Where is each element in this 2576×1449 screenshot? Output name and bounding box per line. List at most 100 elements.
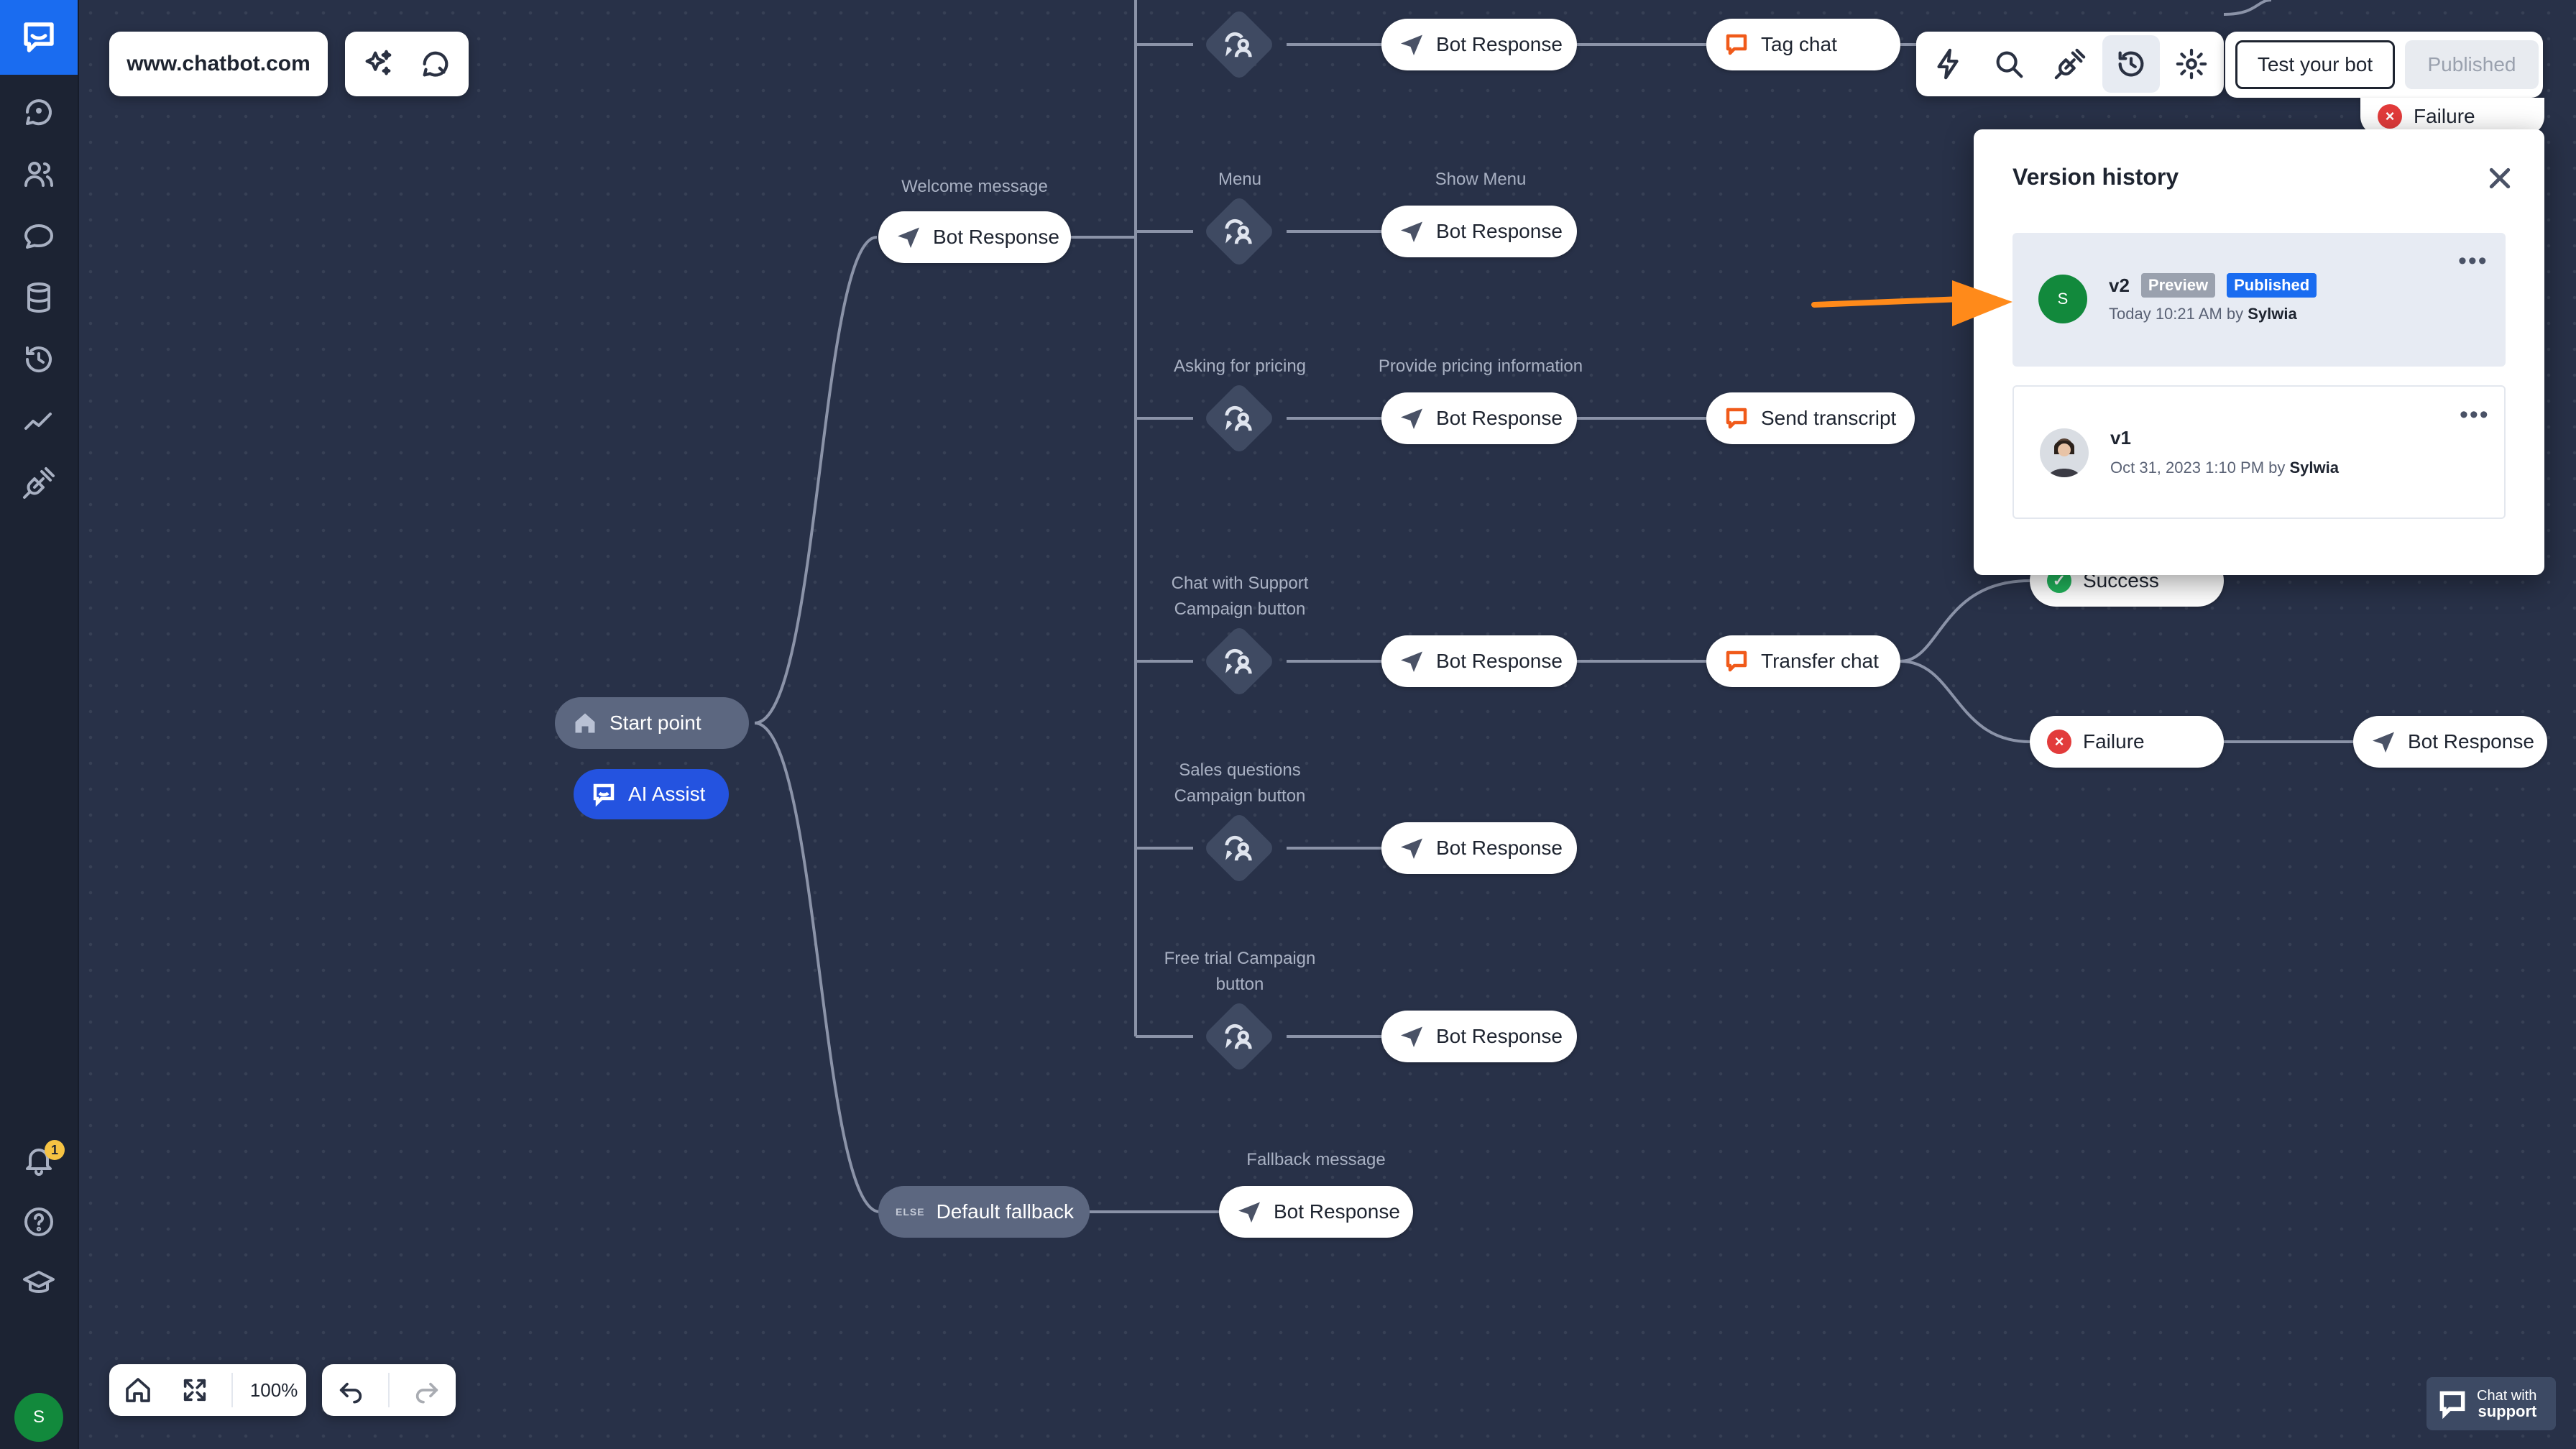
bot-response-node[interactable]: Bot Response (1381, 822, 1577, 874)
send-icon (1401, 221, 1422, 242)
menu-label: Menu (1218, 170, 1262, 189)
node-label: Bot Response (2408, 730, 2534, 753)
zoom-level[interactable]: 100% (249, 1379, 298, 1401)
database-icon[interactable] (0, 269, 78, 326)
version-card-v2[interactable]: S v2 Preview Published Today 10:21 AM by… (2012, 233, 2506, 367)
users-icon[interactable] (0, 145, 78, 203)
user-chat-icon (1218, 827, 1261, 870)
bot-response-node[interactable]: Bot Response (1381, 635, 1577, 687)
node-label: Start point (610, 712, 702, 734)
test-bot-button[interactable]: Test your bot (2235, 40, 2395, 89)
search-icon[interactable] (1980, 35, 2038, 93)
integrations-icon[interactable] (0, 454, 78, 512)
send-icon (1401, 1026, 1422, 1047)
support-line-1: Chat with (2477, 1388, 2537, 1404)
send-icon (1401, 408, 1422, 429)
published-badge: Published (2227, 273, 2317, 298)
settings-gear-icon[interactable] (2163, 35, 2220, 93)
ai-sparkle-icon[interactable] (349, 35, 407, 93)
ai-assist-node[interactable]: AI Assist (574, 769, 729, 819)
user-chat-icon (1218, 210, 1261, 253)
more-options-icon[interactable]: ••• (2460, 401, 2490, 428)
node-label: Failure (2414, 105, 2475, 127)
failure-node-partial[interactable]: × Failure (2360, 98, 2544, 135)
sales-label: Sales questions Campaign button (1174, 760, 1306, 806)
help-icon[interactable] (0, 1193, 78, 1251)
x-circle-icon: × (2047, 730, 2071, 754)
bot-response-node[interactable]: Bot Response (2353, 716, 2547, 768)
fallback-message-label: Fallback message (1246, 1150, 1386, 1169)
history-controls (322, 1364, 456, 1416)
academy-icon[interactable] (0, 1255, 78, 1312)
close-icon[interactable] (2477, 155, 2523, 201)
default-fallback-node[interactable]: ELSE Default fallback (878, 1186, 1090, 1238)
node-label: AI Assist (628, 783, 706, 805)
chat-action-icon (1726, 408, 1747, 429)
send-icon (2373, 732, 2394, 753)
site-selector[interactable]: www.chatbot.com (109, 32, 328, 96)
pricing-info-label: Provide pricing information (1378, 356, 1583, 376)
fallback-bot-response-node[interactable]: Bot Response (1219, 1186, 1413, 1238)
bot-icon (593, 783, 615, 807)
send-icon (898, 227, 919, 248)
node-label: Bot Response (1436, 407, 1563, 429)
user-chat-icon (1218, 640, 1261, 683)
author-avatar: S (2038, 275, 2087, 323)
annotation-arrow-icon (1811, 280, 2012, 326)
version-meta: Oct 31, 2023 1:10 PM by Sylwia (2110, 459, 2339, 477)
welcome-bot-response-node[interactable]: Bot Response (878, 211, 1071, 263)
user-avatar[interactable]: S (14, 1393, 63, 1442)
author-photo-avatar (2040, 428, 2089, 477)
node-label: Default fallback (936, 1200, 1075, 1223)
start-point-node[interactable]: Start point (555, 697, 749, 749)
welcome-label: Welcome message (901, 177, 1048, 196)
transfer-chat-node[interactable]: Transfer chat (1706, 635, 1900, 687)
divider (388, 1373, 390, 1407)
chat-action-icon (1726, 34, 1747, 55)
version-meta: Today 10:21 AM by Sylwia (2109, 305, 2297, 323)
chat-preview-icon[interactable] (407, 35, 464, 93)
node-label: Bot Response (1436, 33, 1563, 55)
node-label: Bot Response (1436, 837, 1563, 859)
node-label: Bot Response (933, 226, 1059, 248)
send-icon (1401, 838, 1422, 859)
node-label: Failure (2083, 730, 2145, 753)
analytics-icon[interactable] (0, 392, 78, 450)
bot-response-node[interactable]: Bot Response (1381, 1011, 1577, 1062)
history-icon[interactable] (0, 331, 78, 388)
fit-screen-icon[interactable] (175, 1370, 215, 1410)
trial-label: Free trial Campaign button (1164, 949, 1316, 994)
preview-badge: Preview (2140, 273, 2216, 298)
tag-chat-node[interactable]: Tag chat (1706, 19, 1900, 70)
failure-node[interactable]: × Failure (2030, 716, 2224, 768)
chat-action-icon (1726, 650, 1747, 672)
bot-response-node[interactable]: Bot Response (1381, 206, 1577, 257)
chats-icon[interactable] (0, 207, 78, 264)
support-line-2: support (2478, 1402, 2537, 1420)
node-label: Send transcript (1761, 407, 1897, 429)
bot-response-node[interactable]: Bot Response (1381, 19, 1577, 70)
integrations-icon[interactable] (2041, 35, 2099, 93)
bot-response-node[interactable]: Bot Response (1381, 392, 1577, 444)
panel-title: Version history (2012, 164, 2179, 190)
version-name: v2 (2109, 274, 2130, 296)
undo-icon[interactable] (331, 1370, 371, 1410)
x-circle-icon: × (2378, 104, 2402, 129)
home-icon[interactable] (118, 1370, 158, 1410)
send-transcript-node[interactable]: Send transcript (1706, 392, 1915, 444)
version-history-icon[interactable] (2102, 35, 2160, 93)
version-history-panel: Version history S v2 Preview Published T… (1974, 129, 2544, 575)
left-sidebar: 1 S (0, 0, 79, 1449)
view-controls: 100% (109, 1364, 306, 1416)
notifications-icon[interactable]: 1 (0, 1131, 78, 1189)
published-button[interactable]: Published (2405, 40, 2539, 89)
send-icon (1238, 1202, 1260, 1223)
chat-with-support-button[interactable]: Chat with support (2426, 1377, 2556, 1430)
redo-icon[interactable] (407, 1370, 447, 1410)
version-card-v1[interactable]: v1 Oct 31, 2023 1:10 PM by Sylwia ••• (2012, 385, 2506, 519)
more-options-icon[interactable]: ••• (2458, 247, 2488, 275)
chatbot-logo-icon[interactable] (0, 0, 78, 75)
lightning-icon[interactable] (1920, 35, 1977, 93)
show-menu-label: Show Menu (1435, 170, 1527, 189)
stories-icon[interactable] (0, 83, 78, 141)
